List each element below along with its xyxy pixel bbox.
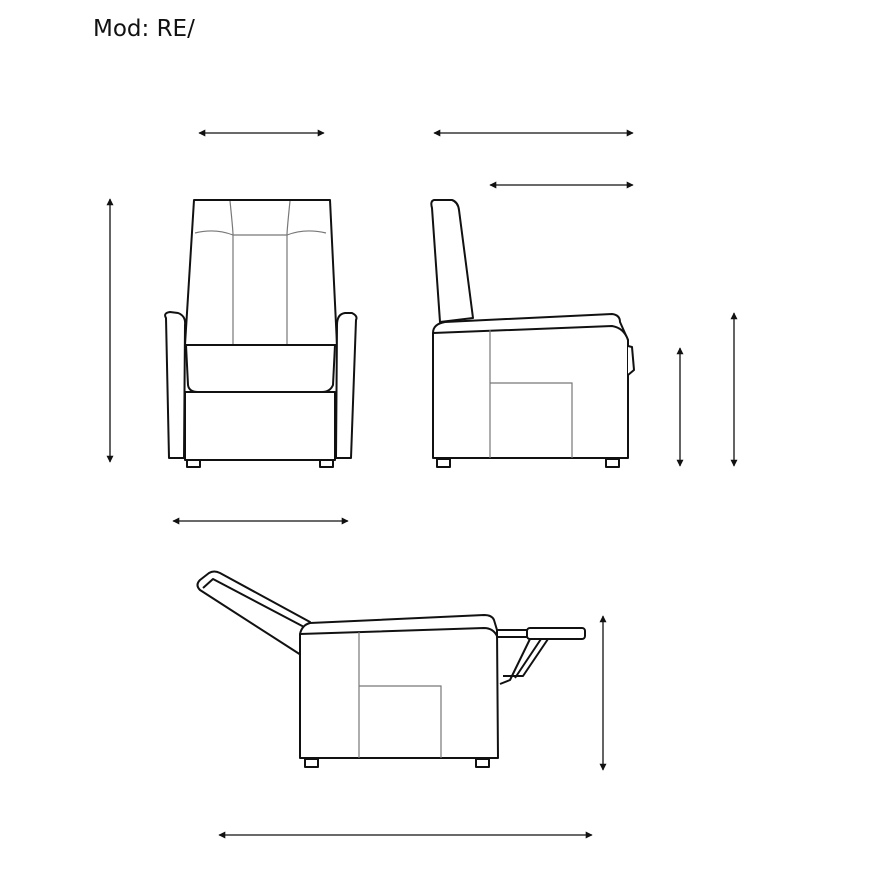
model-title: Mod: RE/ — [93, 16, 195, 42]
foot — [475, 758, 490, 768]
foot — [605, 458, 620, 468]
reclined-view-chair — [196, 570, 586, 768]
foot — [436, 458, 451, 468]
side-view-chair — [430, 199, 635, 468]
foot — [319, 459, 334, 468]
dimension-arrows — [106, 129, 738, 839]
foot — [304, 758, 319, 768]
front-view-chair — [164, 199, 358, 468]
foot — [186, 459, 201, 468]
